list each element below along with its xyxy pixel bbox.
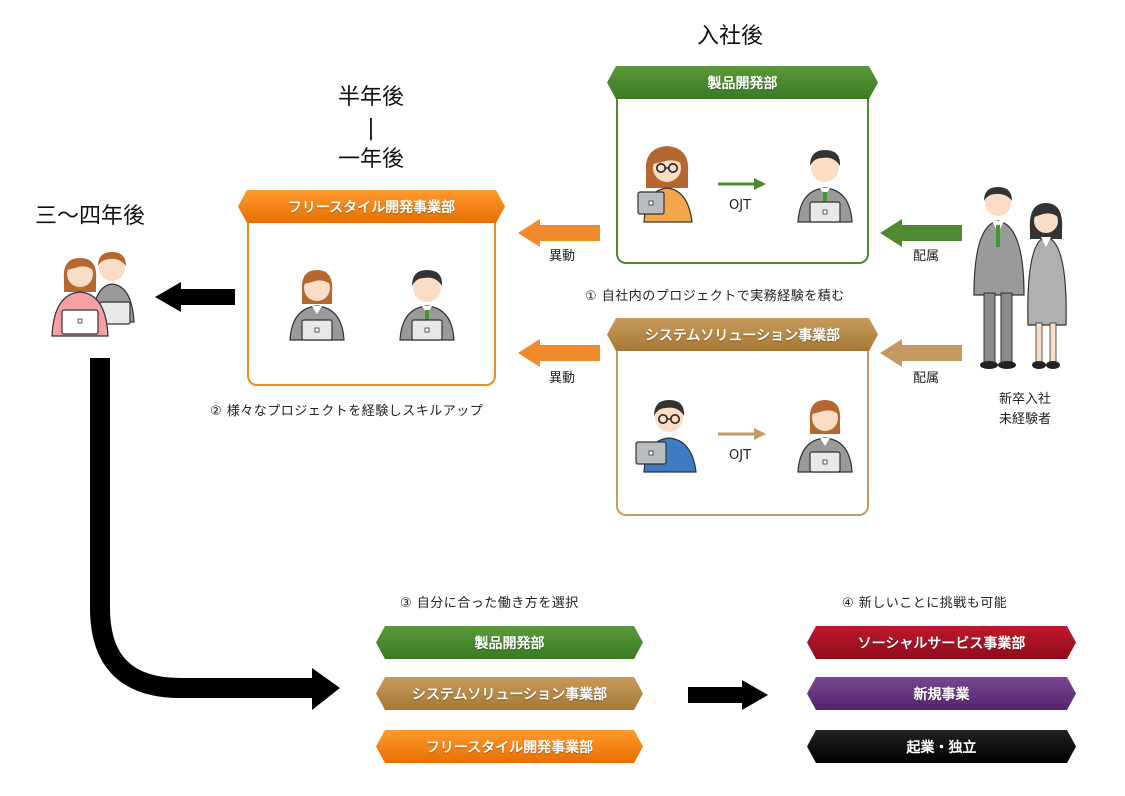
ojt-arrow-gold-icon [718,428,766,440]
assign-arrow-green [880,219,962,247]
challenge-startup: 起業・独立 [807,730,1076,763]
choice-product-dev: 製品開発部 [376,626,643,659]
choice-system-solution: システムソリューション事業部 [376,677,643,710]
assign-arrow-gold [880,339,962,367]
move-label-top: 異動 [549,249,576,264]
ojt-label: OJT [729,198,752,213]
stage-separator: | [367,116,375,141]
caption-step4: ④ 新しいことに挑戦も可能 [842,596,1008,611]
stage-after-join: 入社後 [697,24,764,49]
trainer-woman-icon [637,146,693,223]
move-arrow-orange-bottom [518,339,600,367]
new-hires-icon [973,187,1067,369]
assign-label-top: 配属 [913,249,940,264]
caption-step3: ③ 自分に合った働き方を選択 [400,596,579,611]
freestyle-dev-header: フリースタイル開発事業部 [238,190,505,223]
caption-step2: ② 様々なプロジェクトを経験しスキルアップ [210,404,484,419]
ojt-label-2: OJT [729,448,752,463]
assign-label-bottom: 配属 [913,371,940,386]
new-hire-line2: 未経験者 [998,412,1051,427]
trainer-man-icon [635,400,697,473]
product-dev-header: 製品開発部 [607,66,878,99]
new-hire-line1: 新卒入社 [998,392,1051,407]
veteran-pair-icon [51,252,135,337]
stage-one-year: 一年後 [337,147,404,172]
move-arrow-orange-top [518,219,600,247]
move-arrow-black [155,282,235,312]
new-hire-label: 新卒入社 未経験者 [985,390,1065,430]
freestyle-man-icon [399,270,455,341]
stage-half-to-one-year: 半年後 | 一年後 [326,82,416,175]
stage-half-year: 半年後 [337,85,404,110]
trainee-woman-icon [797,400,853,473]
choice-freestyle-dev: フリースタイル開発事業部 [376,730,643,763]
freestyle-dev-box [247,206,496,386]
system-solution-header: システムソリューション事業部 [607,318,878,351]
challenge-arrow [688,680,768,710]
challenge-social-service: ソーシャルサービス事業部 [807,626,1076,659]
career-path-arrow [90,358,340,710]
challenge-new-business: 新規事業 [807,677,1076,710]
freestyle-woman-icon [289,270,345,341]
ojt-arrow-icon [718,178,766,190]
trainee-man-icon [797,150,853,223]
caption-step1: ① 自社内のプロジェクトで実務経験を積む [585,289,845,304]
move-label-bottom: 異動 [549,371,576,386]
stage-three-four-years: 三～四年後 [35,204,146,229]
